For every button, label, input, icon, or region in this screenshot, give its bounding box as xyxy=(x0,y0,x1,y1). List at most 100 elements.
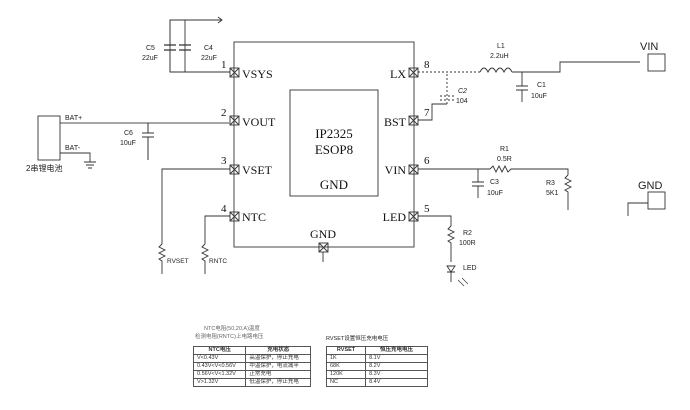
pin3-name: VSET xyxy=(242,163,273,177)
table-cell: 低温保护，停止充电 xyxy=(245,378,311,387)
r3-value: 5K1 xyxy=(546,190,559,197)
c5-value: 22uF xyxy=(142,55,158,62)
r3-ref: R3 xyxy=(546,180,555,187)
inductor-l1 xyxy=(479,67,513,74)
vin-connector xyxy=(647,53,666,72)
rntc-label: RNTC xyxy=(209,258,227,265)
led-ref: LED xyxy=(463,265,477,272)
gnd-connector-label: GND xyxy=(638,180,663,192)
ic-gnd-label: GND xyxy=(320,177,348,192)
table-cell: 高温保护，停止充电 xyxy=(245,354,311,363)
c6-ref: C6 xyxy=(124,130,133,137)
vin-connector-label: VIN xyxy=(640,41,658,53)
table-cell: NC xyxy=(325,378,367,387)
battery-label: 2串锂电池 xyxy=(26,163,62,173)
rntc-resistor xyxy=(200,243,210,274)
r3-resistor xyxy=(563,174,573,210)
r2-ref: R2 xyxy=(463,230,472,237)
pin8-number: 8 xyxy=(424,59,430,71)
table-row: 0.56V<V<1.32V 正常充电 xyxy=(192,370,311,379)
ic-inner-box xyxy=(289,89,379,197)
pin7-name: BST xyxy=(384,115,407,129)
pin1-number: 1 xyxy=(221,59,227,71)
rvset-label: RVSET xyxy=(167,258,189,265)
pin3-number: 3 xyxy=(221,155,227,167)
bat-plus-label: BAT+ xyxy=(65,115,82,122)
pin-gnd-name: GND xyxy=(310,227,336,241)
led-diode xyxy=(446,265,456,273)
table-cell: V>1.32V xyxy=(192,378,247,387)
c4-value: 22uF xyxy=(201,55,217,62)
table-cell: 8.1V xyxy=(365,354,428,363)
rvset-resistor xyxy=(157,243,167,274)
table-cell: 1K xyxy=(325,354,367,363)
table-row: 120K 8.3V xyxy=(325,370,428,379)
pin5-name: LED xyxy=(383,210,407,224)
table-cell: 正常充电 xyxy=(245,370,311,379)
ntc-table-header: NTC电压 xyxy=(192,346,247,355)
ntc-table: NTC电压 充电状态 V<0.43V 高温保护，停止充电 0.43V<V<0.5… xyxy=(192,346,311,387)
vsys-net xyxy=(169,19,230,73)
pin1-name: VSYS xyxy=(242,67,273,81)
table-cell: 中温保护，电流减半 xyxy=(245,362,311,371)
rvset-table-header: 恒压充电电压 xyxy=(365,346,428,355)
pin-markers xyxy=(229,67,419,253)
r1-ref: R1 xyxy=(500,146,509,153)
c4-ref: C4 xyxy=(204,45,213,52)
c6-value: 10uF xyxy=(120,140,136,147)
gnd-connector-net xyxy=(627,202,648,216)
pin4-number: 4 xyxy=(221,203,227,215)
bat-minus-label: BAT- xyxy=(65,145,81,152)
rvset-table-caption: RVSET设置恒压充电电压 xyxy=(326,336,389,342)
table-cell: 0.56V<V<1.32V xyxy=(192,370,247,379)
l1-ref: L1 xyxy=(497,43,505,50)
vsys-arrow xyxy=(217,16,223,24)
rvset-table-header: RVSET xyxy=(325,346,367,355)
vin-rail xyxy=(512,61,640,73)
pin2-number: 2 xyxy=(221,107,227,119)
table-row: 1K 8.1V xyxy=(325,354,428,363)
vset-net xyxy=(161,168,230,244)
table-row: 0.43V<V<0.56V 中温保护，电流减半 xyxy=(192,362,311,371)
ntc-table-header: 充电状态 xyxy=(245,346,311,355)
battery-box xyxy=(37,115,61,161)
table-cell: V<0.43V xyxy=(192,354,247,363)
pin4-name: NTC xyxy=(242,210,266,224)
c1-value: 10uF xyxy=(531,93,547,100)
table-cell: 0.43V<V<0.56V xyxy=(192,362,247,371)
l1-value: 2.2uH xyxy=(490,53,509,60)
c1-ref: C1 xyxy=(537,82,546,89)
c3-ref: C3 xyxy=(490,179,499,186)
pin6-name: VIN xyxy=(385,163,407,177)
c2-value: 104 xyxy=(456,98,468,105)
led-net xyxy=(418,215,452,226)
ic-package: ESOP8 xyxy=(315,142,353,157)
c5-ref: C5 xyxy=(146,45,155,52)
ic-part-number: IP2325 xyxy=(315,126,353,141)
ntc-table-caption-2: 检测电阻(RNTC)上电路电压 xyxy=(195,334,264,340)
ntc-net xyxy=(204,215,230,244)
table-cell: 8.3V xyxy=(365,370,428,379)
r1-value: 0.5R xyxy=(497,156,512,163)
pin2-name: VOUT xyxy=(242,115,276,129)
bst-net xyxy=(418,103,447,121)
c2-ref: C2 xyxy=(458,88,467,95)
pin8-name: LX xyxy=(390,67,406,81)
table-row: NC 8.4V xyxy=(325,378,428,387)
table-row: V>1.32V 低温保护，停止充电 xyxy=(192,378,311,387)
table-cell: 68K xyxy=(325,362,367,371)
table-row: V<0.43V 高温保护，停止充电 xyxy=(192,354,311,363)
table-row: 68K 8.2V xyxy=(325,362,428,371)
c3-value: 10uF xyxy=(487,190,503,197)
ntc-table-caption-1: NTC电阻(50,20,A)温度 xyxy=(204,326,260,332)
table-cell: 8.2V xyxy=(365,362,428,371)
table-cell: 120K xyxy=(325,370,367,379)
r2-value: 100R xyxy=(459,240,476,247)
pin6-number: 6 xyxy=(424,155,430,167)
rvset-table: RVSET 恒压充电电压 1K 8.1V 68K 8.2V 120K 8.3V … xyxy=(325,346,428,387)
r2-resistor xyxy=(446,225,456,262)
bat-minus-net xyxy=(60,152,91,162)
r1-resistor xyxy=(489,164,540,174)
